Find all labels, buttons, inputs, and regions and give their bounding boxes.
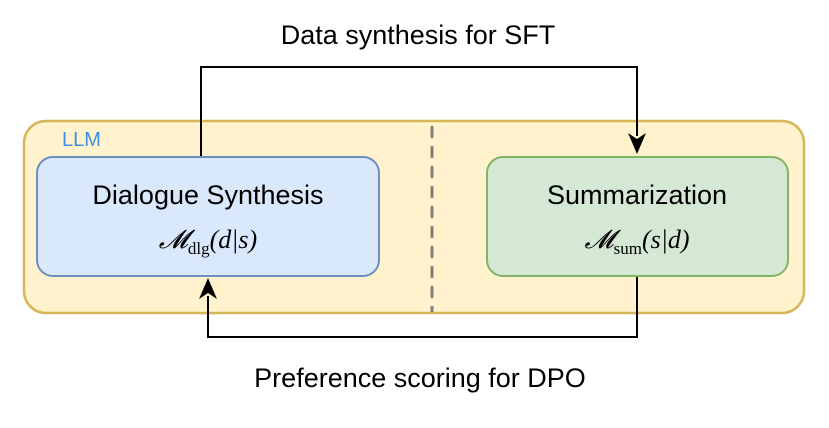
sft-edge-label: Data synthesis for SFT [281,20,556,50]
dpo-edge [207,277,638,338]
dialogue-synthesis-title: Dialogue Synthesis [92,180,323,210]
sft-edge-arrowhead [628,133,646,154]
summarization-node [486,156,789,277]
summarization-title: Summarization [547,180,727,210]
dpo-edge-label: Preference scoring for DPO [254,363,586,393]
summarization-formula-args: (s|d) [642,225,690,254]
llm-container-label: LLM [62,129,101,151]
dialogue-synthesis-formula-subscript: dlg [188,239,210,258]
sft-edge [200,66,638,156]
dialogue-synthesis-formula-args: (d|s) [210,225,258,254]
summarization-formula-subscript: sum [614,239,642,258]
dpo-edge-arrowhead [199,278,217,299]
dialogue-synthesis-node [36,156,380,277]
